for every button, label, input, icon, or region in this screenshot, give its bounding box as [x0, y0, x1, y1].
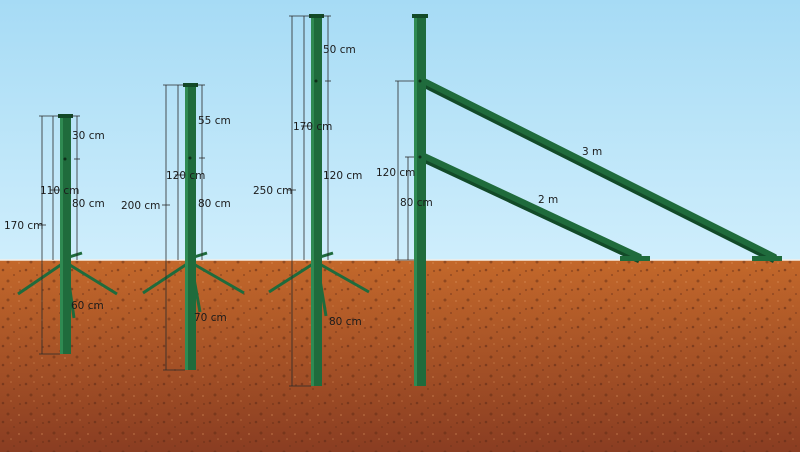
- label-above: 110 cm: [40, 185, 79, 197]
- post-cap: [412, 14, 428, 18]
- brace-foot: [752, 256, 782, 261]
- post-3: 250 cm 170 cm 50 cm 120 cm 80 cm: [253, 14, 370, 387]
- label-top-part: 55 cm: [198, 115, 231, 127]
- anchor-spike: [189, 260, 245, 295]
- brace-foot: [620, 256, 650, 261]
- label-bottom-part: 80 cm: [198, 198, 231, 210]
- anchor-spike: [17, 260, 66, 296]
- post-2: 200 cm 120 cm 55 cm 80 cm 70 cm: [121, 83, 245, 371]
- post-body: [311, 16, 322, 386]
- post-body: [60, 116, 71, 354]
- label-brace-long: 3 m: [582, 146, 602, 158]
- label-above: 120 cm: [166, 170, 205, 182]
- label-total: 200 cm: [121, 200, 160, 212]
- label-brace-height: 120 cm: [376, 167, 415, 179]
- label-brace-short: 2 m: [538, 194, 558, 206]
- label-below: 70 cm: [194, 312, 227, 324]
- label-above: 170 cm: [293, 121, 332, 133]
- post-cap: [309, 14, 324, 18]
- anchor-spike: [142, 260, 191, 295]
- label-total: 170 cm: [4, 220, 43, 232]
- anchor-spike: [268, 260, 317, 294]
- post-cap: [183, 83, 198, 87]
- anchor-spike: [315, 260, 370, 294]
- brace-short-face: [420, 152, 642, 260]
- fixing-hole: [63, 157, 67, 161]
- sky: [0, 0, 800, 261]
- label-below: 80 cm: [329, 316, 362, 328]
- post-1: 170 cm 110 cm 30 cm 80 cm 60 cm: [4, 114, 118, 355]
- post-highlight: [311, 16, 314, 386]
- post-highlight: [185, 85, 188, 370]
- label-total: 250 cm: [253, 185, 292, 197]
- label-top-part: 30 cm: [72, 130, 105, 142]
- brace-long-face: [420, 77, 777, 260]
- anchor-spike: [64, 260, 118, 296]
- fixing-hole: [188, 156, 192, 160]
- soil-texture: [0, 260, 800, 452]
- post-4-braced: 120 cm 80 cm 3 m 2 m: [376, 14, 782, 386]
- fixing-hole: [418, 155, 422, 159]
- post-cap: [58, 114, 73, 118]
- label-below: 60 cm: [71, 300, 104, 312]
- label-lower-height: 80 cm: [400, 197, 433, 209]
- post-body: [185, 85, 196, 370]
- fixing-hole: [314, 79, 318, 83]
- post-highlight: [414, 16, 417, 386]
- post-highlight: [60, 116, 63, 354]
- label-top-part: 50 cm: [323, 44, 356, 56]
- label-bottom-part: 120 cm: [323, 170, 362, 182]
- label-bottom-part: 80 cm: [72, 198, 105, 210]
- fixing-hole: [418, 79, 422, 83]
